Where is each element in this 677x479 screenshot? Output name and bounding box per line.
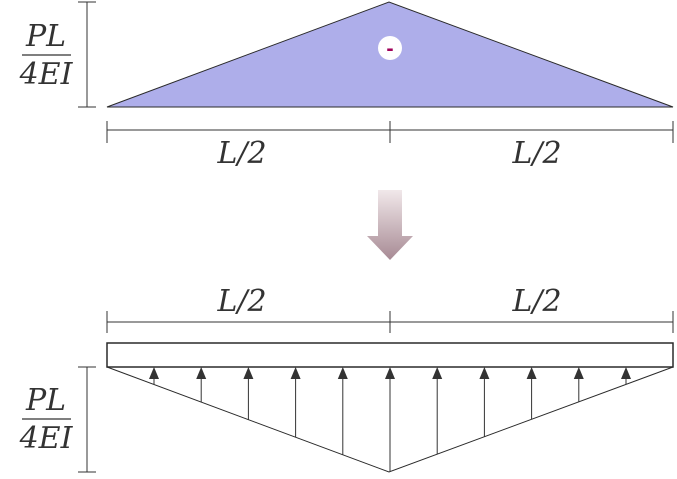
bottom-span-label-left: L/2 [216,284,266,319]
load-arrow-head [337,367,348,379]
moment-label-numerator: PL [25,19,66,54]
load-arrow-head [479,367,490,379]
load-arrow-head [290,367,301,379]
load-arrow-head [526,367,537,379]
negative-sign: - [386,39,393,60]
load-arrows [149,367,631,472]
load-arrow-head [432,367,443,379]
top-span-label-right: L/2 [511,136,561,171]
load-arrow-head [573,367,584,379]
load-label-numerator: PL [25,383,66,418]
load-arrow-head [149,367,159,379]
conjugate-beam: L/2 L/2 PL 4EI [19,284,674,473]
moment-label-denominator: 4EI [19,57,74,92]
negative-sign-badge [378,36,402,60]
load-arrow-head [621,367,631,379]
load-arrow-head [243,367,254,379]
load-arrow-head [196,367,207,379]
moment-diagram: PL 4EI - L/2 L/2 [19,1,674,171]
load-label-denominator: 4EI [19,421,74,456]
top-span-label-left: L/2 [216,136,266,171]
load-arrow-head [385,367,395,379]
beam [106,342,674,368]
bottom-span-label-right: L/2 [511,284,561,319]
down-arrow-icon [367,190,413,260]
